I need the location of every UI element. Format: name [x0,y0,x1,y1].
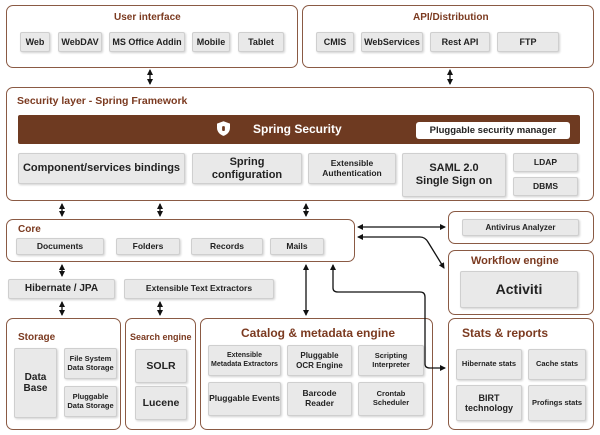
workflow-engine-title: Workflow engine [471,255,559,267]
extensible-authentication: Extensible Authentication [308,153,396,184]
ui-item-ms-office-addin: MS Office Addin [109,32,185,52]
stats-reports-title: Stats & reports [462,326,549,340]
pluggable-ocr-engine: Pluggable OCR Engine [287,345,352,376]
ui-item-tablet: Tablet [238,32,284,52]
arrow-core-workflow [357,234,445,269]
lucene-box: Lucene [135,386,187,420]
user-interface-title: User interface [114,12,181,23]
hibernate-jpa: Hibernate / JPA [8,279,115,299]
ui-item-mobile: Mobile [192,32,230,52]
cache-stats: Cache stats [528,349,586,380]
core-item-records: Records [191,238,263,255]
profiling-stats: Profings stats [528,385,586,421]
spring-security-label: Spring Security [253,122,342,136]
core-item-documents: Documents [16,238,104,255]
api-distribution-title: API/Distribution [413,12,489,23]
crontab-scheduler: Crontab Scheduler [358,382,424,416]
hibernate-stats: Hibernate stats [456,349,522,380]
birt-technology: BIRT technology [456,385,522,421]
security-layer-title: Security layer - Spring Framework [17,95,188,107]
core-title: Core [18,224,41,235]
barcode-reader: Barcode Reader [287,382,352,416]
api-item-rest-api: Rest API [430,32,490,52]
api-item-ftp: FTP [497,32,559,52]
ldap-box: LDAP [513,153,578,172]
file-system-data-storage: File System Data Storage [64,348,117,379]
ui-item-webdav: WebDAV [58,32,102,52]
catalog-metadata-title: Catalog & metadata engine [241,326,396,340]
storage-title: Storage [18,332,56,343]
pluggable-security-manager: Pluggable security manager [416,122,570,139]
solr-box: SOLR [135,349,187,383]
core-item-mails: Mails [270,238,324,255]
spring-configuration: Spring configuration [192,153,302,184]
core-item-folders: Folders [116,238,180,255]
extensible-text-extractors: Extensible Text Extractors [124,279,274,299]
antivirus-analyzer: Antivirus Analyzer [462,219,579,236]
api-item-cmis: CMIS [316,32,354,52]
database-box: Data Base [14,348,57,418]
pluggable-events: Pluggable Events [208,382,281,416]
component-services-bindings: Component/services bindings [18,153,185,184]
api-item-webservices: WebServices [361,32,423,52]
pluggable-data-storage: Pluggable Data Storage [64,386,117,417]
dbms-box: DBMS [513,177,578,196]
ui-item-web: Web [20,32,50,52]
metadata-extractors: Extensible Metadata Extractors [208,345,281,376]
activiti-engine: Activiti [460,271,578,308]
saml-single-sign-on: SAML 2.0 Single Sign on [402,153,506,197]
search-engine-title: Search engine [130,332,192,342]
shield-lock-icon [217,121,230,136]
scripting-interpreter: Scripting Interpreter [358,345,424,376]
